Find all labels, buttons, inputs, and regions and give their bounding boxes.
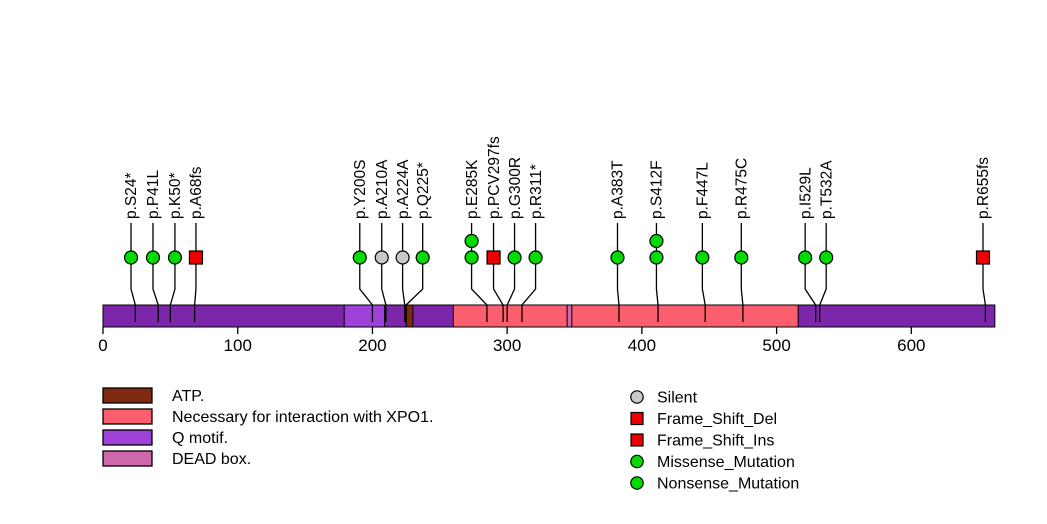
domain-segment	[405, 304, 414, 328]
lollipop	[610, 223, 625, 322]
domain-segment	[566, 304, 573, 328]
legend-label: Silent	[657, 390, 698, 407]
legend-left-item	[102, 450, 153, 467]
mutation-marker	[395, 250, 410, 265]
mutation-label: p.G300R	[507, 157, 524, 219]
mutation-marker	[798, 250, 813, 265]
mutation-marker	[145, 250, 161, 265]
legend-right-item	[630, 390, 644, 404]
legend-label: Missense_Mutation	[657, 454, 795, 471]
legend-right-item	[630, 454, 644, 469]
legend-marker	[630, 411, 644, 426]
legend-label: Necessary for interaction with XPO1.	[172, 409, 433, 426]
mutation-label: p.T532A	[818, 160, 835, 219]
mutation-marker	[649, 250, 664, 265]
legend-swatch	[102, 450, 153, 467]
lollipop	[188, 223, 204, 322]
mutation-label: p.F447L	[695, 162, 712, 219]
legend-marker	[630, 454, 644, 469]
mutation-label: p.Y200S	[352, 160, 369, 219]
legend-label: Nonsense_Mutation	[657, 476, 799, 493]
legend-label: ATP.	[172, 388, 204, 405]
lollipop	[506, 223, 522, 322]
lollipop	[975, 223, 991, 322]
mutation-marker	[374, 250, 389, 265]
domain-segment	[452, 304, 799, 328]
mutation-marker	[610, 250, 625, 265]
lollipop	[819, 223, 834, 322]
mutation-marker	[734, 250, 749, 265]
mutation-marker	[649, 233, 664, 249]
legend-label: Frame_Shift_Del	[657, 411, 777, 428]
axis-tick-label: 0	[98, 336, 107, 355]
axis-tick-label: 600	[897, 336, 925, 355]
mutation-label: p.R311*	[528, 164, 545, 219]
mutation-marker	[819, 250, 834, 265]
lollipop	[352, 223, 374, 322]
axis-tick-label: 500	[762, 336, 790, 355]
mutation-label: p.R475C	[734, 158, 751, 219]
lollipop	[405, 223, 430, 322]
domain-segment	[343, 304, 386, 328]
lollipop	[123, 223, 139, 322]
mutation-label: p.PCV297fs	[486, 136, 503, 219]
mutation-marker	[188, 250, 204, 265]
legend-left-item	[102, 408, 153, 425]
legend-marker	[630, 390, 644, 404]
lollipop	[734, 223, 749, 322]
axis-tick-label: 400	[628, 336, 656, 355]
mutation-marker	[486, 250, 501, 265]
lollipop	[395, 223, 410, 322]
legend-left-item	[102, 429, 153, 446]
mutation-marker	[695, 250, 710, 265]
lollipop	[145, 223, 161, 322]
mutation-marker	[167, 250, 183, 265]
lollipop	[695, 223, 710, 322]
mutation-label: p.R655fs	[975, 157, 992, 219]
axis-tick-label: 200	[358, 336, 386, 355]
mutation-label: p.S412F	[649, 160, 666, 219]
lollipop	[464, 223, 488, 322]
mutation-label: p.A68fs	[188, 166, 205, 219]
mutation-label: p.Q225*	[415, 162, 432, 219]
mutation-label: p.S24*	[123, 172, 140, 219]
mutation-label: p.P41L	[145, 169, 162, 219]
lollipop	[521, 223, 543, 322]
lollipop	[649, 223, 664, 322]
mutation-marker	[123, 250, 139, 265]
legend-right-item	[630, 476, 644, 490]
legend-swatch	[102, 408, 153, 425]
legend-swatch	[102, 387, 153, 404]
mutation-label: p.I529L	[797, 167, 814, 219]
mutation-marker	[464, 250, 479, 265]
mutation-label: p.E285K	[464, 159, 481, 219]
legend-label: Q motif.	[172, 430, 228, 447]
legend-marker	[630, 433, 644, 447]
mutation-label: p.A224A	[395, 159, 412, 219]
legend-label: DEAD box.	[172, 451, 251, 468]
legend-marker	[630, 476, 644, 490]
axis-tick-label: 100	[224, 336, 252, 355]
mutation-marker	[352, 250, 367, 265]
mutation-label: p.A383T	[610, 160, 627, 219]
legend-right-item	[630, 433, 644, 447]
lollipop	[374, 223, 389, 322]
legend-swatch	[102, 429, 153, 446]
legend-left-item	[102, 387, 153, 404]
lollipop	[798, 223, 817, 322]
mutation-label: p.A210A	[374, 159, 391, 219]
legend-label: Frame_Shift_Ins	[657, 433, 774, 450]
lollipop	[486, 223, 504, 322]
mutation-label: p.K50*	[167, 172, 184, 219]
mutation-marker	[507, 250, 522, 265]
mutation-marker	[464, 233, 479, 249]
mutation-marker	[975, 250, 991, 265]
lollipop	[167, 223, 183, 322]
legend-right-item	[630, 411, 644, 426]
mutation-marker	[528, 250, 543, 265]
mutation-marker	[415, 250, 430, 265]
axis-tick-label: 300	[493, 336, 521, 355]
